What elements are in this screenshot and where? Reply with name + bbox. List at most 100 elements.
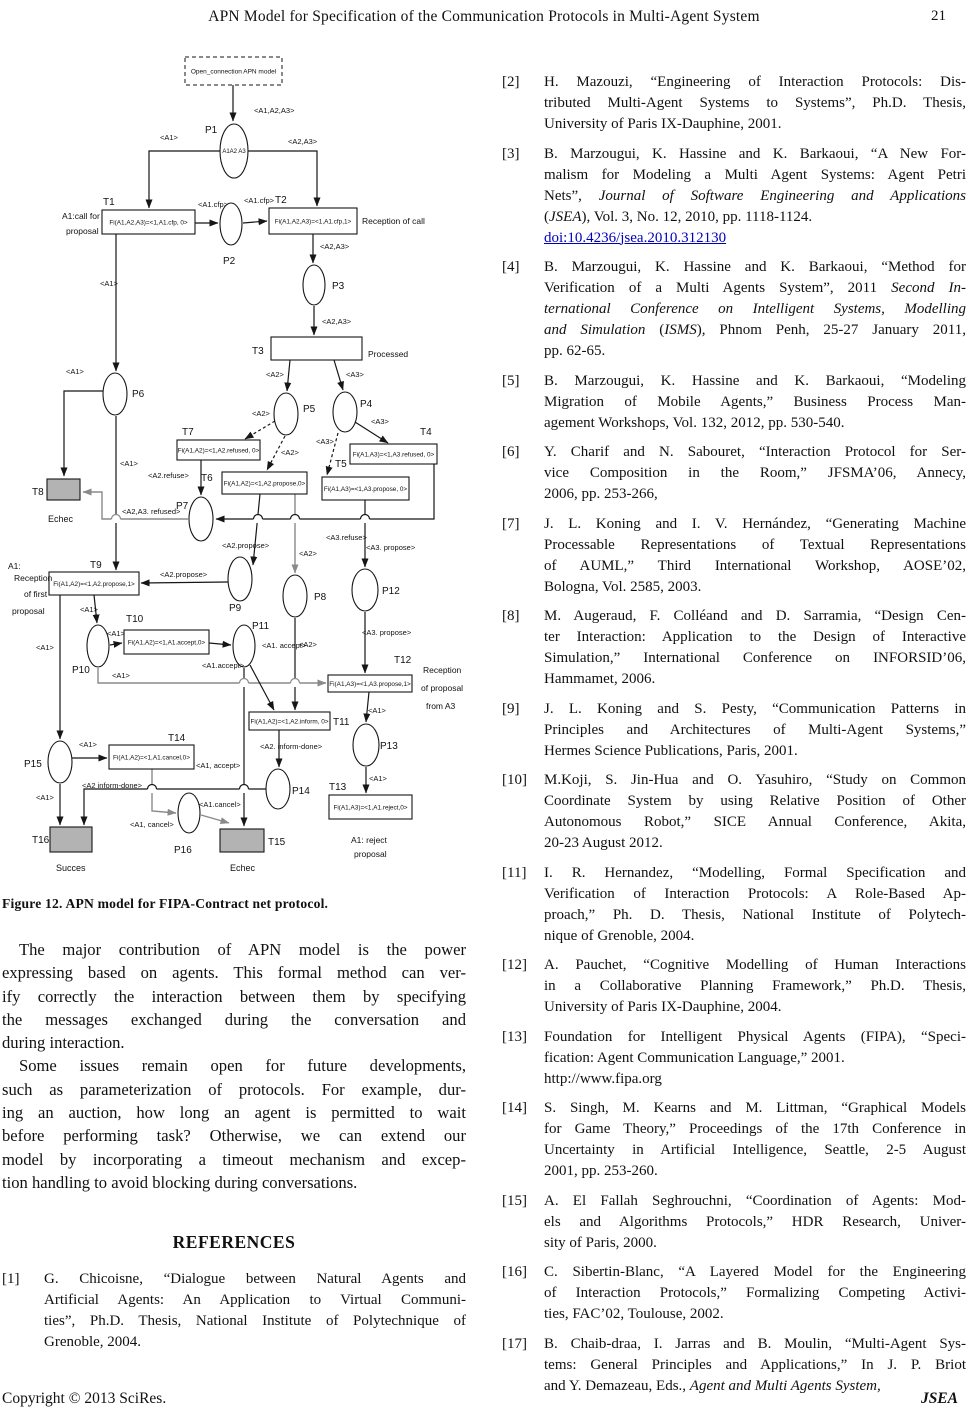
arc: [363, 691, 371, 723]
place-name-P15: P15: [24, 759, 42, 770]
place-name-P7: P7: [176, 501, 189, 512]
figure-label: A1:: [8, 561, 21, 571]
figure-label: <A2,A3>: [322, 317, 352, 326]
text-line: I. R. Hernandez, “Modelling, Formal Spec…: [544, 864, 966, 881]
text-line: Hammamet, 2006.: [544, 671, 656, 687]
text-line: 2006, pp. 253-266,: [544, 486, 658, 502]
text-line: malism for Modeling a Multi Agent System…: [544, 166, 966, 183]
text-line: Hermes Science Publications, Paris, 2001…: [544, 742, 798, 759]
reference-number: [17]: [502, 1335, 527, 1352]
reference-number: [2]: [502, 74, 520, 90]
place-P2: [219, 202, 243, 246]
place-P9: [227, 556, 253, 602]
figure-label: <A2>: [299, 549, 318, 558]
text-line: Foundation for Intelligent Physical Agen…: [544, 1028, 966, 1045]
figure-label: <A3>: [371, 417, 390, 426]
hop-gap: [111, 514, 121, 523]
transition-formula-T10: Fi(A1,A2)=<1,A1.accept,0>: [128, 639, 206, 646]
figure-labels: Open_connection APN modelFi(A1,A2,A3)=<1…: [8, 69, 463, 874]
text-line: H. Mazouzi, “Engineering of Interaction …: [544, 74, 966, 90]
transition-T15: [219, 828, 265, 853]
reference-number: [16]: [502, 1264, 527, 1280]
text-line: model by incorporating a timeout mechani…: [2, 1149, 466, 1169]
text-line: B. Chaib-draa, I. Jarras and B. Moulin, …: [544, 1335, 966, 1352]
place-P12: [351, 568, 379, 612]
transition-name-T1: T1: [103, 197, 115, 208]
transition-formula-T12: Fi(A1,A3)=<1,A3.propose,1>: [329, 681, 411, 688]
hop-gap: [239, 678, 249, 687]
copyright-text: Copyright © 2013 SciRes.: [2, 1390, 167, 1407]
transition-name-T6: T6: [201, 473, 213, 484]
transition-name-T11: T11: [333, 717, 350, 728]
arc: [97, 668, 327, 687]
text-line: S. Singh, M. Kearns and M. Littman, “Gra…: [544, 1100, 966, 1116]
doi-link[interactable]: doi:10.4236/jsea.2010.312130: [544, 229, 727, 246]
text-line: G. Chicoisne, “Dialogue between Natural …: [44, 1271, 466, 1288]
text-line: A. El Fallah Seghrouchni, “Coordination …: [544, 1192, 966, 1209]
text-line: ing an auction, how long an agent is per…: [2, 1103, 466, 1123]
transition-T2: [268, 207, 358, 235]
figure-label: <A2>: [281, 448, 300, 457]
figure-label: <A1. accept>: [262, 641, 307, 650]
figure-line-hops: [110, 513, 371, 793]
transition-name-T16: T16: [32, 835, 50, 846]
arc: [266, 435, 286, 471]
place-P15: [47, 740, 73, 784]
figure-label: <A1>: [79, 740, 98, 749]
figure-label: <A1,A2,A3>: [254, 106, 295, 115]
text-line: of AUML,” Third International Workshop, …: [544, 557, 966, 574]
text-line: and Simulation (ISMS), Phnom Penh, 25-27…: [544, 322, 966, 338]
figure-nodes: [46, 56, 438, 853]
figure-label: <A2,A3. refused>: [122, 507, 181, 516]
transition-name-T14: T14: [168, 733, 186, 744]
reference-item: [1]G. Chicoisne, “Dialogue between Natur…: [2, 1269, 466, 1353]
figure-label: Echec: [48, 514, 74, 524]
reference-list-left: [1]G. Chicoisne, “Dialogue between Natur…: [2, 1269, 466, 1353]
text-line: the messages exchanged during the conver…: [2, 1009, 466, 1029]
reference-item: [9]J. L. Koning and S. Pesty, “Communica…: [502, 699, 966, 762]
transition-name-T12: T12: [394, 655, 412, 666]
arc: [140, 579, 229, 587]
figure-label: proposal: [66, 226, 99, 236]
transition-formula-T2: Fi(A1,A2,A3)=<1,A1.cfp,1>: [275, 218, 352, 225]
text-line: for Game Theory,” Proceedings of the 17t…: [544, 1121, 966, 1137]
text-line: ternational Conference on Intelligent Sy…: [544, 301, 966, 317]
journal-abbrev: JSEA: [920, 1390, 958, 1407]
figure-label: Reception: [14, 573, 53, 583]
figure-label: <A3>: [346, 370, 365, 379]
text-line: proach,” Ph. D. Thesis, National Institu…: [544, 906, 966, 923]
figure-label: <A1>: [160, 133, 179, 142]
arc: [242, 218, 268, 226]
arc: [80, 788, 266, 826]
figure-label: <A2,A3>: [320, 242, 350, 251]
figure-label: Processed: [368, 349, 408, 359]
place-name-P3: P3: [332, 281, 345, 292]
transition-T5: [321, 476, 410, 501]
text-line: Grenoble, 2004.: [44, 1334, 142, 1351]
text-line: B. Marzougui, K. Hassine and K. Barkaoui…: [544, 259, 966, 275]
text-line: Simulation,” International Conference on…: [544, 650, 966, 666]
arc: [333, 359, 344, 391]
text-line: Some issues remain open for future devel…: [19, 1056, 466, 1076]
arc: [109, 640, 123, 648]
figure-label: <A1>: [368, 706, 387, 715]
place-name-P12: P12: [382, 586, 400, 597]
text-line: els and Algorithms Protocols,” HDR Resea…: [544, 1213, 966, 1230]
page-number: 21: [931, 8, 946, 24]
place-P6: [102, 372, 128, 416]
start-box: [184, 56, 283, 86]
reference-item: [3]B. Marzougui, K. Hassine and K. Barka…: [502, 144, 966, 249]
arc: [325, 432, 339, 476]
page-title: APN Model for Specification of the Commu…: [208, 8, 760, 25]
place-name-P11: P11: [252, 621, 269, 632]
text-line: Principles and Architectures of Multi-Ag…: [544, 721, 966, 738]
reference-number: [11]: [502, 864, 527, 881]
place-name-P6: P6: [132, 389, 145, 400]
place-name-P4: P4: [360, 399, 373, 410]
transition-T9: [48, 571, 140, 596]
reference-item: [7]J. L. Koning and I. V. Hernández, “Ge…: [502, 514, 966, 598]
place-P3: [302, 264, 326, 306]
text-line: Autonomous Robot,” SICE Annual Conferenc…: [544, 814, 966, 830]
figure-caption: Figure 12. APN model for FIPA-Contract n…: [2, 896, 329, 911]
reference-item: [6]Y. Charif and N. Sabouret, “Interacti…: [502, 442, 966, 505]
